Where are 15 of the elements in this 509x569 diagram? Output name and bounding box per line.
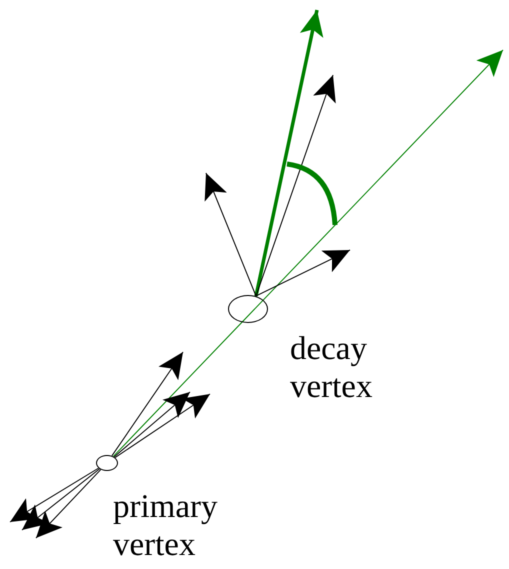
track-arrow [255, 250, 350, 297]
vertex-label: primary vertex [113, 488, 218, 564]
track-arrow [114, 394, 210, 458]
track-arrow [22, 468, 100, 530]
track-arrow [114, 392, 190, 458]
vertex-ellipse [228, 295, 268, 323]
vertex-ellipse [96, 455, 118, 471]
track-arrow [112, 50, 504, 457]
track-arrow [36, 469, 102, 538]
track-arrow [204, 172, 257, 297]
vertex-label: decay vertex [290, 330, 374, 406]
track-arrow [111, 352, 184, 456]
track-arrow [254, 10, 324, 297]
track-arrow [255, 74, 336, 297]
track-arrow [10, 468, 100, 522]
